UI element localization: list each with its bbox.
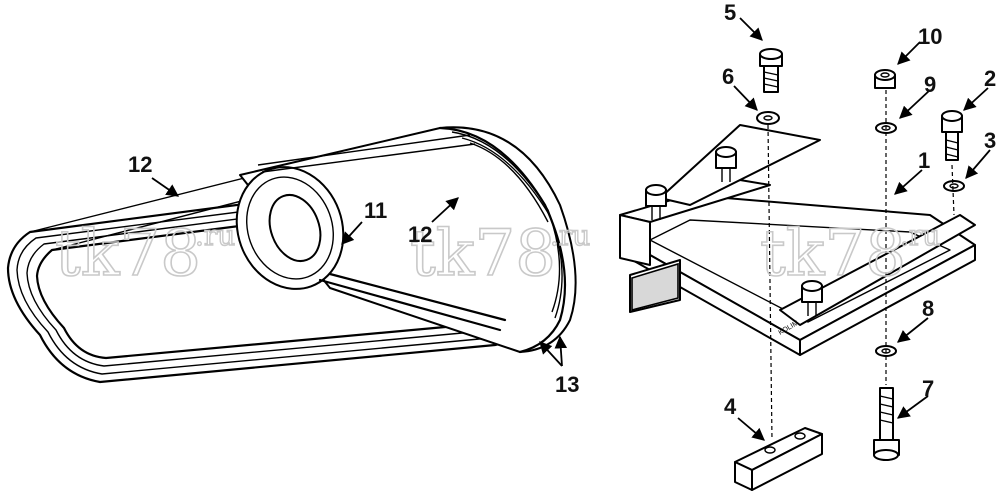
callouts: 12 11 12 13 5 6 10 9 2 3 1 8 4 7 — [128, 0, 996, 419]
watermark-center: tk78 — [410, 217, 556, 291]
callout-12-center: 12 — [408, 222, 432, 247]
washer-6 — [756, 111, 780, 125]
callout-11: 11 — [364, 198, 387, 223]
pulley-assembly — [235, 126, 577, 354]
bolt-5 — [759, 48, 783, 93]
watermarks: tk78 .ru tk78 .ru tk78 .ru — [54, 216, 941, 292]
washer-3 — [943, 180, 965, 192]
watermark-center-suffix: .ru — [550, 219, 590, 252]
callout-8: 8 — [922, 296, 934, 321]
bolt-7 — [873, 387, 900, 461]
plate-bolts — [645, 146, 823, 316]
callout-12-left: 12 — [128, 152, 152, 177]
callout-3: 3 — [984, 128, 996, 153]
callout-2: 2 — [984, 66, 996, 91]
callout-6: 6 — [722, 64, 734, 89]
callout-7: 7 — [922, 376, 934, 401]
watermark-left-suffix: .ru — [195, 219, 235, 252]
bolt-2 — [941, 110, 963, 161]
nut-10 — [874, 69, 896, 89]
callout-4: 4 — [724, 394, 737, 419]
callout-13: 13 — [555, 372, 579, 397]
callout-1: 1 — [918, 148, 930, 173]
watermark-left: tk78 — [55, 217, 201, 291]
callout-9: 9 — [924, 72, 936, 97]
watermark-right-suffix: .ru — [900, 219, 940, 252]
watermark-right: tk78 — [760, 217, 906, 291]
leader-lines — [151, 17, 991, 441]
callout-10: 10 — [918, 24, 942, 49]
assembly-axes — [767, 90, 955, 441]
clamp-bar-4 — [734, 427, 823, 491]
callout-5: 5 — [724, 0, 736, 25]
